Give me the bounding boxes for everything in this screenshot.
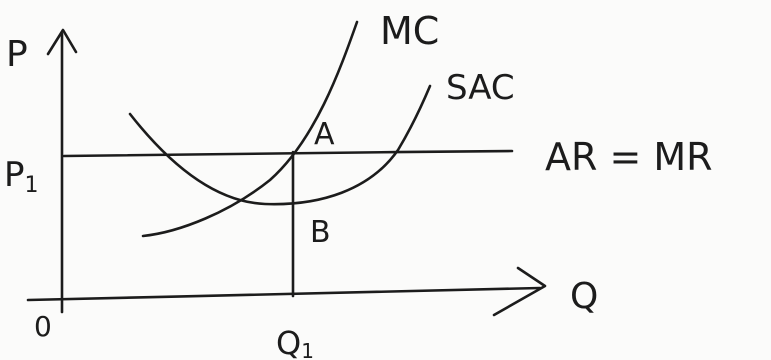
sac-label: SAC [446, 68, 515, 108]
x-axis [26, 286, 542, 302]
y-axis-arrowhead [46, 28, 78, 56]
price-level-label: P1 [4, 155, 39, 198]
price-level-subscript: 1 [25, 173, 39, 198]
ar-mr-label: AR = MR [545, 135, 713, 179]
point-a-label: A [314, 117, 335, 152]
mc-curve [141, 20, 359, 238]
quantity-level-main: Q [276, 324, 301, 360]
x-axis-label: Q [570, 276, 598, 317]
ar-mr-line [62, 149, 514, 158]
quantity-level-label: Q1 [276, 324, 314, 360]
quantity-level-subscript: 1 [301, 339, 314, 360]
origin-label: 0 [34, 310, 52, 343]
sac-curve [128, 84, 432, 206]
y-axis-label: P [6, 34, 28, 75]
price-level-main: P [4, 155, 25, 195]
point-b-label: B [310, 215, 331, 250]
x-axis-arrowhead [492, 266, 547, 317]
mc-label: MC [380, 9, 439, 53]
